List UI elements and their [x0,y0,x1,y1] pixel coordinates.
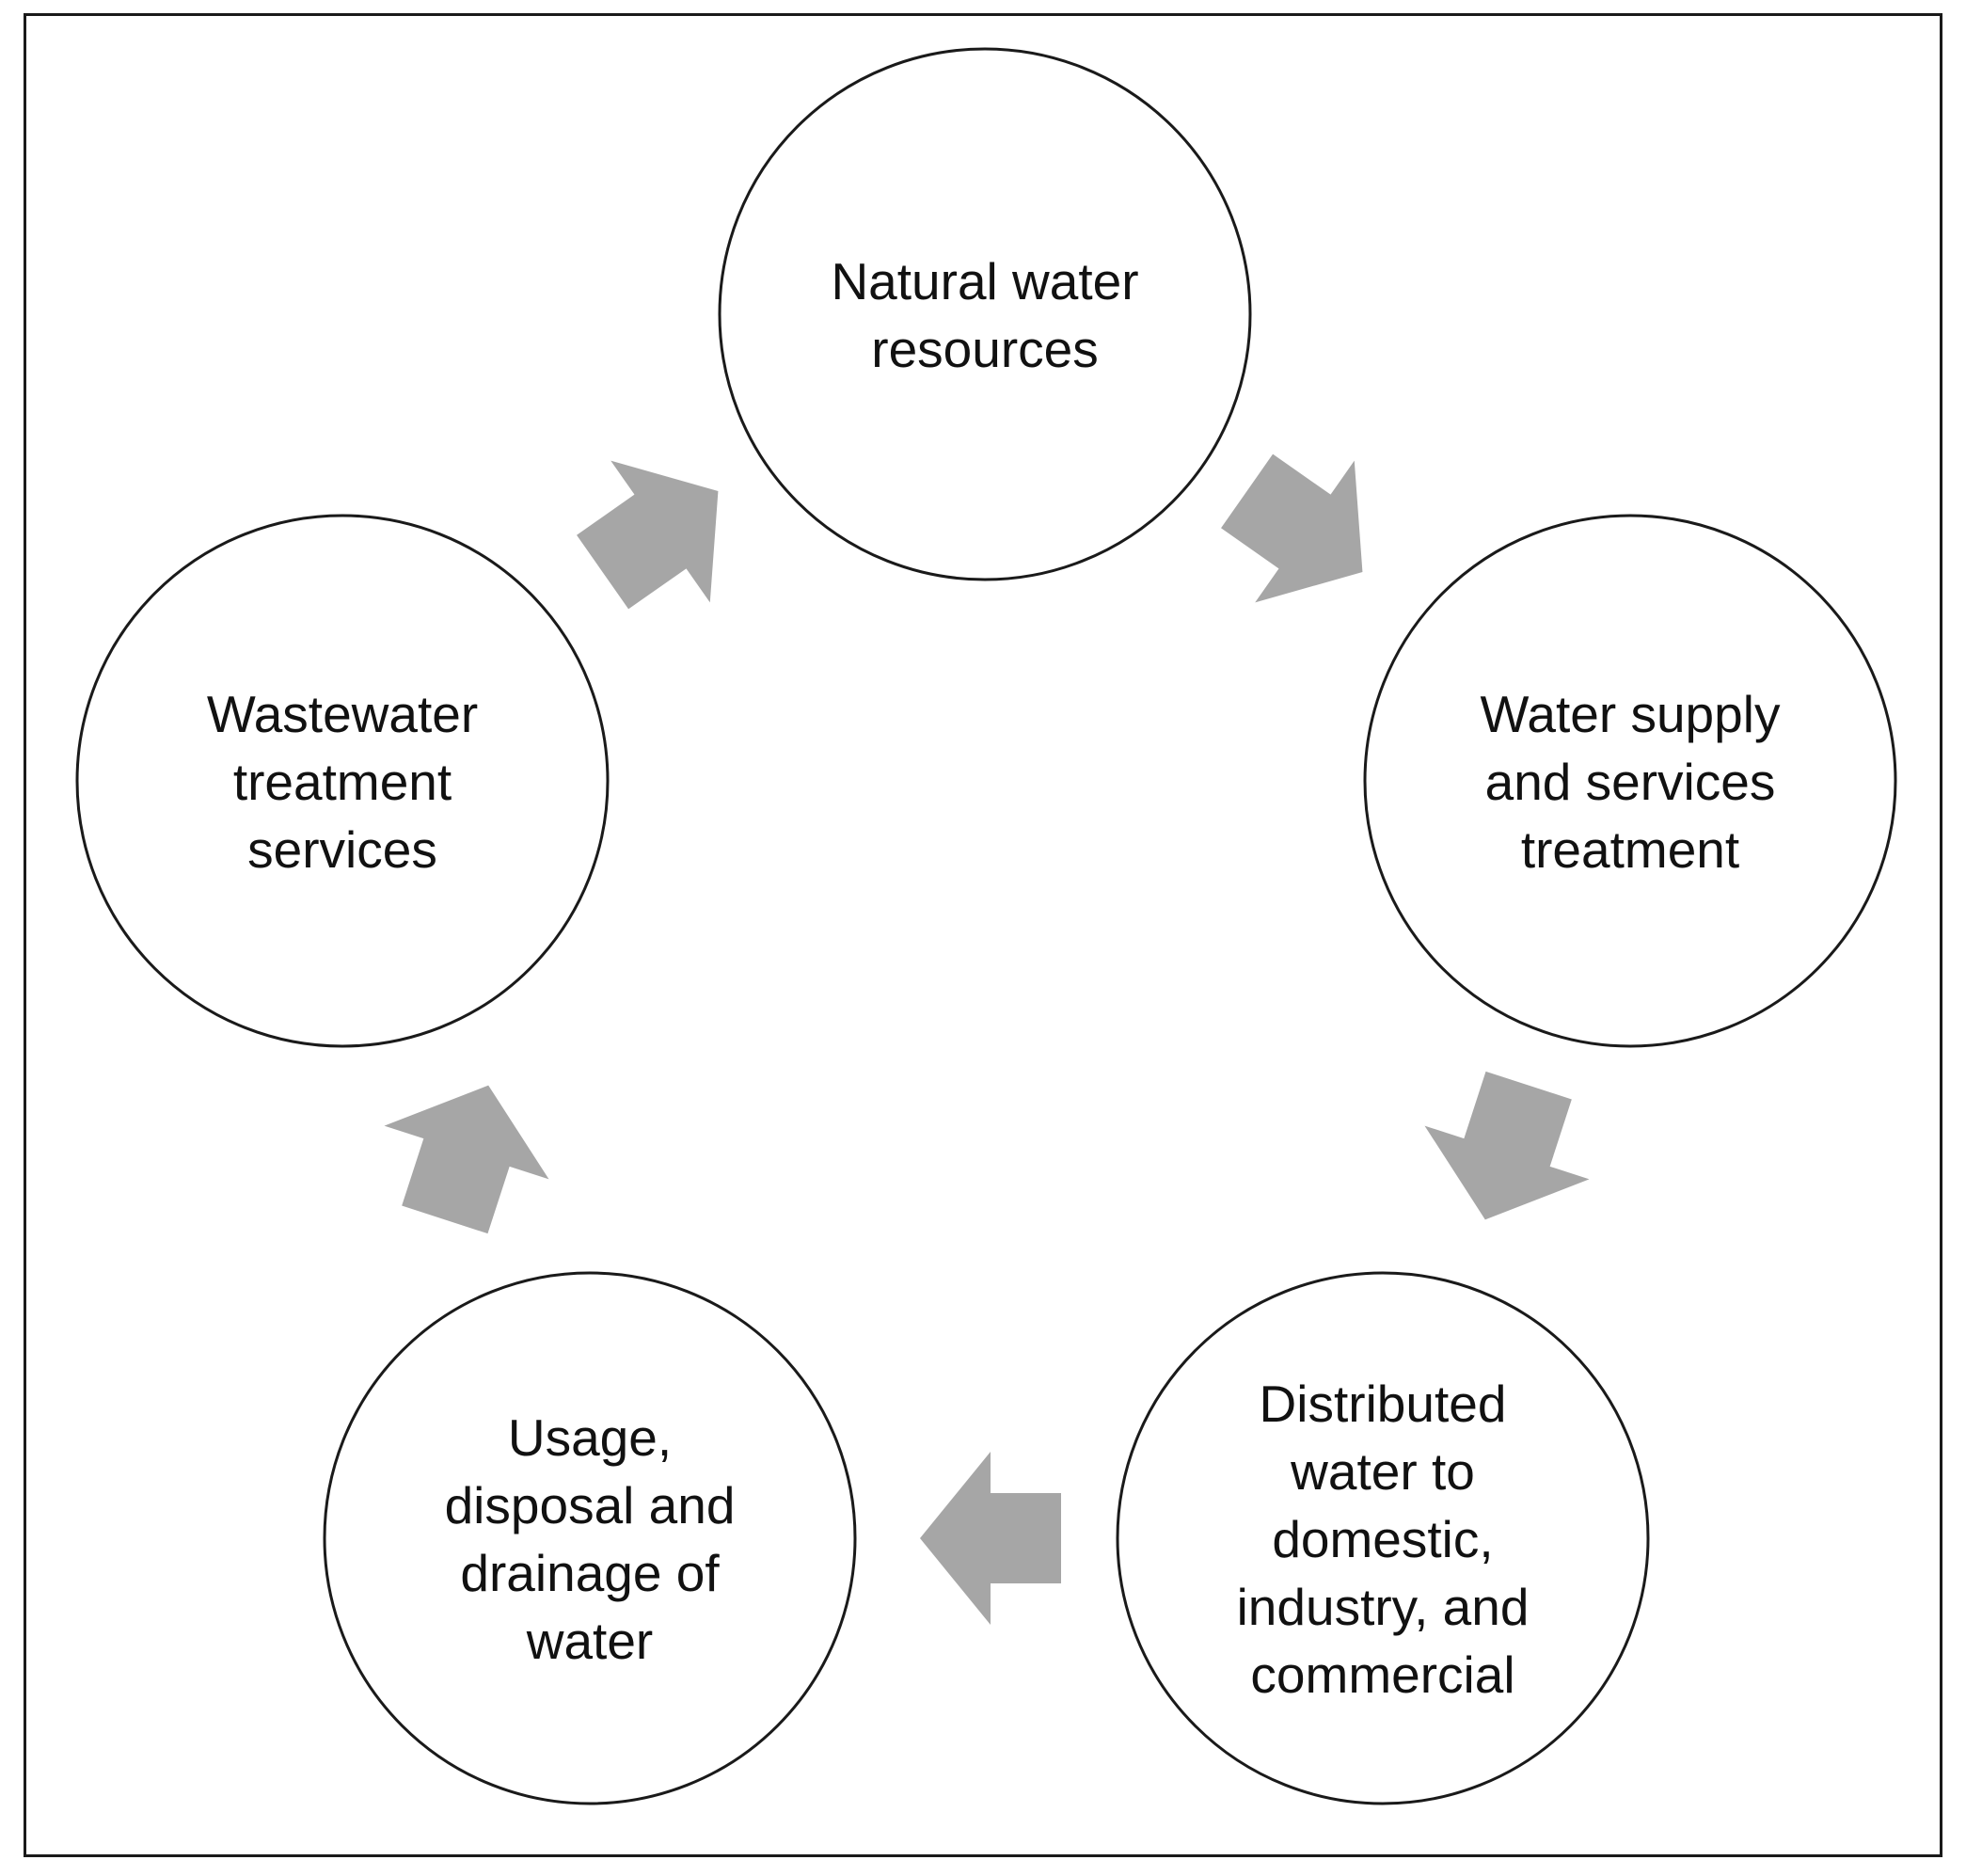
node-label-line: domestic, [1272,1510,1493,1568]
node-label-line: Wastewater [207,685,478,743]
node-label-line: services [247,820,437,879]
node-label-line: commercial [1250,1645,1514,1704]
node-circle [75,514,610,1048]
node-label-line: Natural water [831,252,1138,310]
node-label-line: treatment [233,753,452,811]
node-usage-disposal-drainage: Usage, disposal and drainage of water [323,1271,857,1805]
node-label-line: Usage, [508,1408,672,1467]
node-label-line: water [526,1612,654,1670]
node-label-line: Distributed [1260,1375,1507,1433]
node-label-line: disposal and [445,1476,736,1534]
flow-arrow-natural-water-resources-to-water-supply-and-services-treatment [1221,453,1363,603]
node-label-line: Water supply [1481,685,1781,743]
flow-arrow-wastewater-treatment-services-to-natural-water-resources [577,460,719,610]
arrows-layer [384,453,1590,1625]
node-label-line: industry, and [1237,1578,1530,1636]
node-circle [718,47,1252,581]
node-circle [323,1271,857,1805]
node-label-line: treatment [1521,820,1739,879]
flow-arrow-usage-disposal-drainage-to-wastewater-treatment-services [384,1085,549,1234]
node-wastewater-treatment-services: Wastewater treatment services [75,514,610,1048]
node-circle [1363,514,1897,1048]
node-label-line: water to [1290,1442,1475,1501]
node-label-line: resources [871,320,1098,378]
node-distributed-water: Distributed water to domestic, industry, an… [1116,1271,1650,1805]
flow-arrow-water-supply-and-services-treatment-to-distributed-water [1424,1071,1590,1220]
node-water-supply-and-services-treatment: Water supply and services treatment [1363,514,1897,1048]
node-label-line: drainage of [460,1544,720,1602]
node-circle [1116,1271,1650,1805]
flow-arrow-distributed-water-to-usage-disposal-drainage [920,1452,1061,1625]
node-natural-water-resources: Natural water resources [718,47,1252,581]
node-label-line: and services [1485,753,1776,811]
